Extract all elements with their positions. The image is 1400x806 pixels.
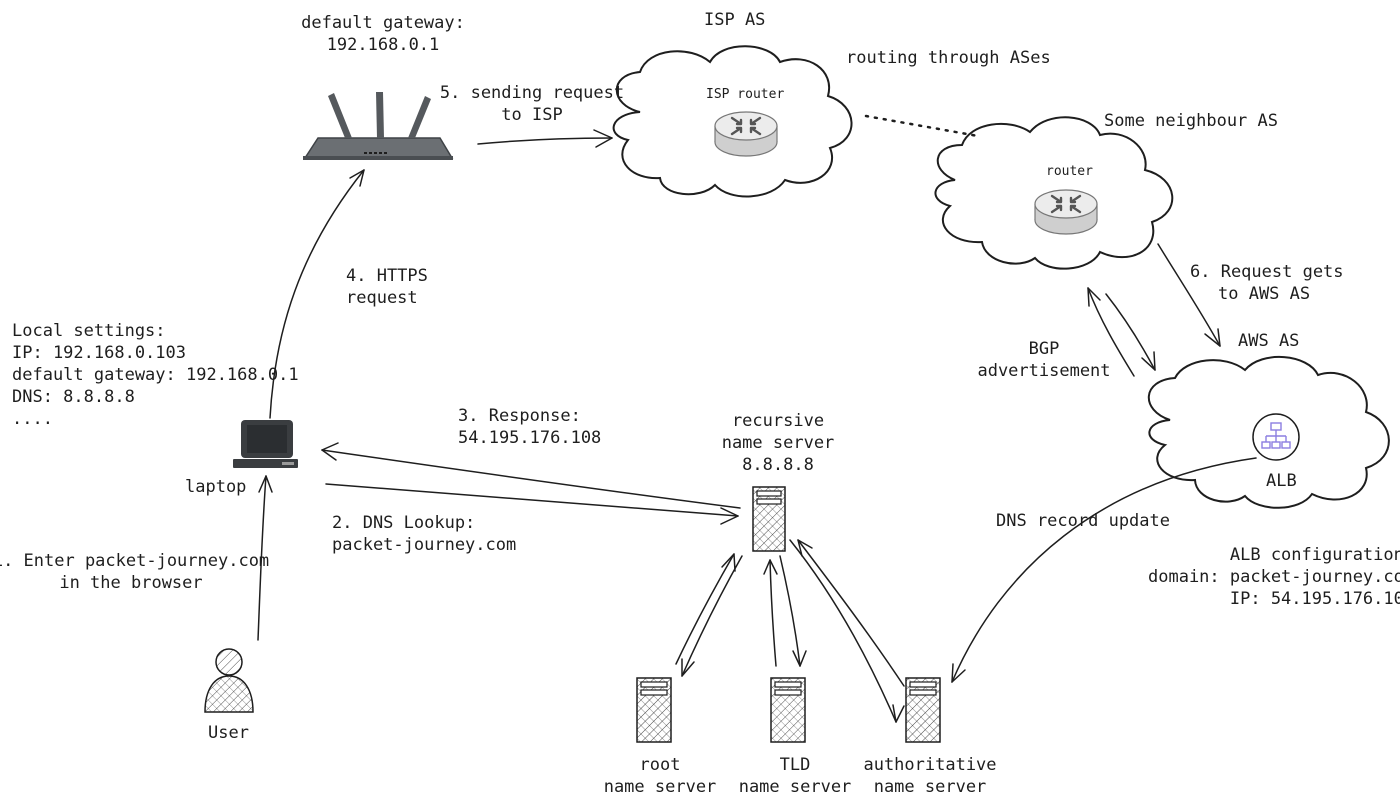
dns-record-update-label: DNS record update — [996, 511, 1170, 531]
user-icon — [204, 648, 254, 713]
load-balancer-icon — [1252, 413, 1300, 461]
alb-label: ALB — [1266, 471, 1297, 491]
local-settings-label: Local settings: IP: 192.168.0.103 defaul… — [12, 321, 299, 429]
as-routing-dotted-line — [864, 114, 980, 138]
root-server-icon — [636, 677, 672, 743]
laptop-icon — [233, 420, 298, 468]
dns-response-arrow — [321, 449, 741, 509]
neighbour-router-label: router — [1046, 164, 1093, 179]
tld-to-recursive-arrow — [769, 559, 777, 667]
server-icon — [752, 486, 786, 552]
router-icon — [714, 111, 778, 157]
authoritative-server-icon — [905, 677, 941, 743]
alb-config-label: ALB configuration: domain: packet-journe… — [1148, 545, 1400, 609]
root-to-recursive-arrow — [675, 553, 735, 665]
enter-url-label: 1. Enter packet-journey.com in the brows… — [0, 551, 270, 593]
bgp-down-arrow — [1105, 293, 1156, 371]
some-neighbour-label: Some neighbour AS — [1104, 111, 1278, 131]
isp-as-cloud — [612, 45, 853, 198]
neighbour-as-cloud — [934, 116, 1174, 270]
aws-as-cloud — [1147, 356, 1390, 509]
tld-ns-label: TLD name server — [738, 755, 852, 797]
laptop-label: laptop — [185, 477, 247, 497]
response-label: 3. Response: 54.195.176.108 — [458, 406, 602, 448]
dns-record-update-arrow — [951, 457, 1257, 683]
sending-request-label: 5. sending request to ISP — [439, 83, 625, 125]
auth-ns-label: authoritative name server — [863, 755, 997, 797]
tld-server-icon — [770, 677, 806, 743]
router-to-isp-arrow — [477, 137, 613, 145]
isp-as-label: ISP AS — [704, 10, 766, 30]
isp-router-label: ISP router — [706, 87, 785, 102]
neighbour-to-aws-arrow — [1157, 243, 1221, 347]
bgp-up-arrow — [1087, 287, 1135, 377]
request-aws-label: 6. Request gets to AWS AS — [1190, 262, 1344, 304]
routing-through-label: routing through ASes — [846, 48, 1051, 68]
dns-lookup-label: 2. DNS Lookup: packet-journey.com — [332, 513, 517, 555]
root-ns-label: root name server — [603, 755, 717, 797]
recursive-to-root-arrow — [681, 555, 743, 677]
user-to-laptop-arrow — [257, 475, 267, 641]
aws-as-label: AWS AS — [1238, 331, 1300, 351]
wifi-router-icon — [303, 92, 454, 160]
neighbour-router-icon — [1034, 189, 1098, 235]
user-label: User — [208, 723, 249, 743]
default-gateway-label: default gateway: 192.168.0.1 — [301, 13, 465, 55]
https-request-label: 4. HTTPS request — [346, 266, 428, 308]
dns-lookup-arrow — [325, 483, 739, 517]
recursive-ns-label: recursive name server 8.8.8.8 — [721, 411, 835, 475]
recursive-to-auth-arrow — [789, 539, 897, 723]
recursive-to-tld-arrow — [779, 555, 801, 667]
bgp-label: BGP advertisement — [977, 339, 1111, 381]
laptop-to-router-arrow — [269, 169, 365, 419]
auth-to-recursive-arrow — [797, 539, 905, 687]
